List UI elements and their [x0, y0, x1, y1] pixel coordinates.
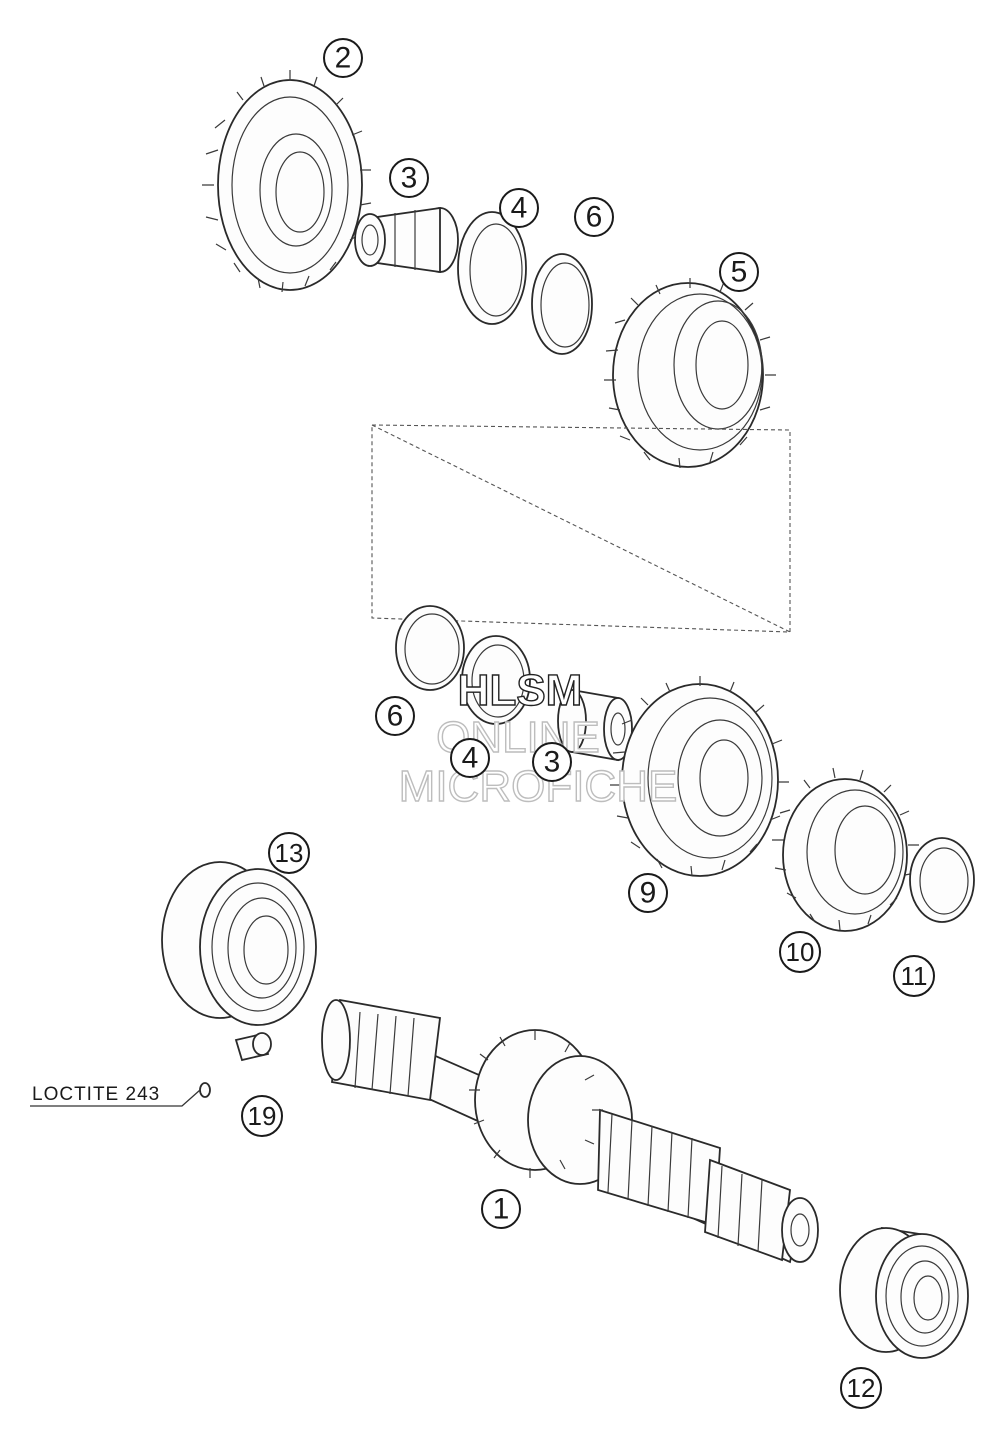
loctite-label: LOCTITE 243 [32, 1084, 160, 1105]
part-shaft-1 [321, 998, 819, 1264]
svg-text:4: 4 [462, 742, 479, 775]
dashed-alignment-frame [371, 424, 791, 633]
callout-1: 1 [481, 1189, 521, 1229]
callout-4-top: 4 [499, 188, 539, 228]
part-bearing-12 [839, 1226, 969, 1359]
callout-6-top: 6 [574, 197, 614, 237]
part-gear-2 [202, 70, 372, 293]
watermark-line-3: MICROFICHE [399, 762, 678, 811]
callout-12: 12 [840, 1367, 882, 1409]
callout-4-middle: 4 [450, 738, 490, 778]
part-gear-9 [610, 676, 789, 877]
part-bushing-3-middle [557, 688, 633, 762]
callout-3-middle: 3 [532, 742, 572, 782]
callout-2: 2 [323, 38, 363, 78]
part-ring-6-top [531, 253, 593, 355]
svg-text:12: 12 [847, 1373, 876, 1403]
svg-text:1: 1 [493, 1193, 510, 1226]
part-gear-5 [604, 278, 776, 469]
svg-text:2: 2 [335, 42, 352, 75]
svg-text:10: 10 [786, 937, 815, 967]
svg-text:19: 19 [248, 1101, 277, 1131]
watermark: HLSM ONLINE MICROFICHE [398, 665, 678, 811]
part-ring-6-middle [395, 605, 465, 691]
svg-text:9: 9 [640, 877, 657, 910]
part-washer-4-top [457, 211, 527, 325]
svg-text:4: 4 [511, 192, 528, 225]
svg-text:3: 3 [544, 746, 561, 779]
svg-text:5: 5 [731, 256, 748, 289]
loctite-note: LOCTITE 243 [30, 1084, 201, 1107]
part-bushing-3-top [354, 206, 459, 274]
svg-text:13: 13 [275, 838, 304, 868]
callout-10: 10 [779, 931, 821, 973]
callout-11: 11 [893, 955, 935, 997]
callout-3-top: 3 [389, 158, 429, 198]
callout-9: 9 [628, 873, 668, 913]
svg-text:6: 6 [586, 201, 603, 234]
part-screw-19 [199, 1032, 272, 1098]
part-washer-4-middle [461, 635, 531, 725]
svg-text:11: 11 [901, 961, 928, 991]
callout-19: 19 [241, 1095, 283, 1137]
watermark-line-1: HLSM [458, 666, 583, 715]
callout-6-middle: 6 [375, 696, 415, 736]
part-bearing-13 [161, 861, 317, 1026]
part-gear-10 [772, 767, 919, 932]
svg-text:6: 6 [387, 700, 404, 733]
callout-5: 5 [719, 252, 759, 292]
callout-13: 13 [268, 832, 310, 874]
svg-text:3: 3 [401, 162, 418, 195]
part-washer-11 [909, 837, 975, 923]
